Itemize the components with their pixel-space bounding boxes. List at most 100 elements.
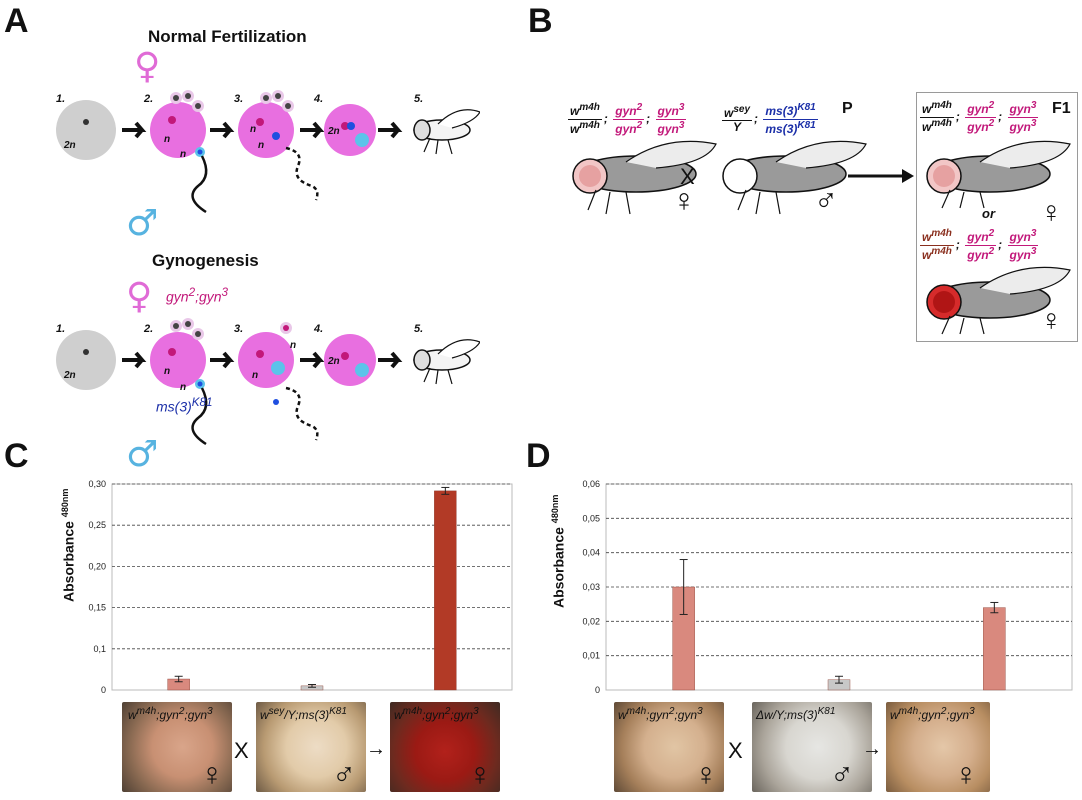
female-symbol-f1-bottom: ♀ [1040,304,1063,337]
arrow-3 [300,121,325,139]
parental-label: P [842,100,853,117]
chart-d: 0 0,01 0,02 0,03 0,04 0,05 0,06 [582,479,1073,695]
photo-c3 [390,702,500,792]
female-symbol-f1-top: ♀ [1040,196,1063,229]
chart-c: 0 0,1 0,15 0,20 0,25 0,30 [88,479,513,695]
photo-c2 [256,702,366,792]
y-tick-label: 0,25 [88,520,106,530]
caption-d3: wm4h;gyn2;gyn3 [890,706,975,722]
f1-fly-top [926,140,1071,209]
svg-text:1.: 1. [56,323,65,335]
panel-letter-b: B [528,2,553,40]
cross-symbol-c: X [234,738,249,763]
photo-d1 [614,702,724,792]
gynogenesis-title: Gynogenesis [152,251,259,270]
svg-text:n: n [180,382,186,393]
female-symbol-d3: ♀ [954,756,978,792]
sperm-tail-2 [191,155,208,214]
y-tick-label: 0,04 [582,548,600,558]
cross-symbol-d: X [728,738,743,763]
svg-text:n: n [164,366,170,377]
bar [983,607,1006,691]
egg-cell-g3 [238,332,294,388]
female-genotype-gyn: gyn2;gyn3 [166,286,229,305]
ploidy-2n-1: 2n [63,140,76,151]
step-3-a1: 3. [234,93,243,105]
caption-c1: wm4h;gyn2;gyn3 [128,706,213,722]
photo-d3 [886,702,990,792]
arrow-4 [378,121,403,139]
svg-text:4.: 4. [313,323,323,335]
y-tick-label: 0,1 [93,644,106,654]
f1-label: F1 [1052,100,1071,117]
male-genotype-ms: ms(3)K81 [156,396,213,415]
male-symbol-a2: ♂ [126,434,158,470]
photo-c1 [122,702,232,792]
y-tick-label: 0,03 [582,582,600,592]
arrow-c: → [366,738,386,760]
arrow-1 [122,121,147,139]
egg-cell-g1 [56,330,116,390]
or-text: or [982,206,995,221]
photo-d2 [752,702,872,792]
female-symbol-c3: ♀ [468,756,492,792]
fly-icon-a2 [413,339,480,385]
male-fly-icon [722,140,867,215]
egg-cell-g2 [150,332,206,388]
male-symbol-a1: ♂ [126,203,158,244]
panel-a-diagram: ♀ ♂ 1. 2. 3. 4. 5. 2n n n n n [56,50,480,470]
sperm-tail-3 [285,146,319,201]
egg-cell-2 [150,102,206,158]
svg-text:n: n [250,124,256,135]
step-4-a1: 4. [313,93,323,105]
step-1-a1: 1. [56,93,65,105]
svg-text:3.: 3. [234,323,243,335]
female-pronucleus-2 [168,116,176,124]
parent-flies [572,140,867,215]
f1-fly-bottom [926,266,1071,335]
normal-fertilization-title: Normal Fertilization [148,27,307,46]
caption-c3: wm4h;gyn2;gyn3 [394,706,479,722]
y-tick-label: 0,06 [582,479,600,489]
male-symbol-d: ♂ [830,756,854,792]
bar [434,490,457,691]
svg-text:2n: 2n [327,356,340,367]
nucleus-1 [83,119,89,125]
panel-letter-a: A [4,2,29,40]
y-tick-label: 0,05 [582,513,600,523]
arrow-2 [210,121,235,139]
arrow-d: → [862,738,882,760]
svg-text:2.: 2. [143,323,153,335]
y-tick-label: 0,30 [88,479,106,489]
egg-cell-3 [238,102,294,158]
svg-text:n: n [252,370,258,381]
step-2-a1: 2. [143,93,153,105]
panel-letter-c: C [4,437,29,475]
y-tick-label: 0,01 [582,651,600,661]
female-symbol-b: ♀ [672,182,696,218]
svg-text:n: n [164,134,170,145]
caption-c2: wsey/Y;ms(3)K81 [260,706,347,722]
female-fly-icon [572,140,717,215]
cross-arrow [848,169,914,183]
y-tick-label: 0,02 [582,616,600,626]
svg-text:2n: 2n [327,126,340,137]
svg-text:2n: 2n [63,370,76,381]
female-symbol-c1: ♀ [200,756,224,792]
female-symbol-a1: ♀ [134,50,160,87]
y-tick-label: 0 [595,685,600,695]
svg-text:n: n [290,340,296,351]
y-tick-label: 0 [101,685,106,695]
svg-text:5.: 5. [414,323,423,335]
y-tick-label: 0,15 [88,603,106,613]
cross-symbol-b: X [680,164,695,189]
female-symbol-a2: ♀ [126,276,152,317]
svg-text:n: n [258,140,264,151]
male-symbol-c: ♂ [332,756,356,792]
egg-cell-1 [56,100,116,160]
y-tick-label: 0,20 [88,561,106,571]
caption-d1: wm4h;gyn2;gyn3 [618,706,703,722]
